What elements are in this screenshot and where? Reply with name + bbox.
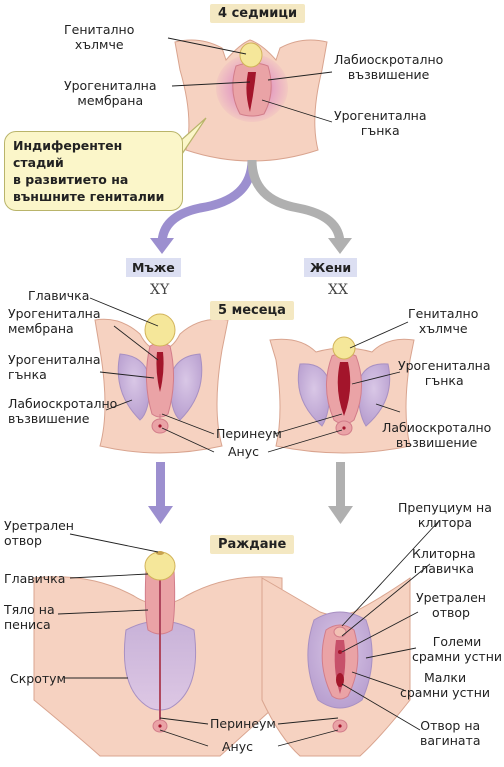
stage-5-months: 5 месеца — [210, 301, 294, 320]
label-female-birth-urethral-opening: Уретрален отвор — [416, 590, 486, 620]
male-label: Мъже — [126, 258, 181, 277]
stage-arrows — [148, 462, 353, 524]
female-5-months-illustration — [267, 321, 415, 454]
stage-4-weeks: 4 седмици — [210, 4, 306, 23]
stage-birth: Раждане — [210, 535, 295, 554]
label-5m-anus: Анус — [228, 444, 259, 459]
label-female5-labioscrotal-swelling: Лабиоскротално възвишение — [382, 420, 492, 450]
label-female-birth-prepuce: Препуциум на клитора — [398, 500, 492, 530]
label-week4-genital-tubercle: Генитално хълмче — [64, 22, 135, 52]
divergence-arrows — [150, 159, 352, 254]
label-female-birth-labia-minora: Малки срамни устни — [400, 670, 491, 700]
label-male5-urogenital-membrane: Урогенитална мембрана — [8, 306, 101, 336]
label-male-birth-shaft: Тяло на пениса — [4, 602, 55, 632]
female-label: Жени — [304, 258, 358, 277]
male-5-months-illustration — [89, 297, 229, 454]
label-week4-labioscrotal-swelling: Лабиоскротално възвишение — [334, 52, 444, 82]
female-birth-illustration — [261, 521, 439, 757]
male-birth-illustration — [33, 533, 283, 757]
callout-line-1: Индиферентен стадий — [13, 138, 123, 170]
label-male-birth-glans: Главичка — [4, 571, 66, 586]
label-male-birth-urethral-opening: Уретрален отвор — [4, 518, 74, 548]
female-chromosomes: XX — [328, 282, 348, 298]
label-female-birth-labia-majora: Големи срамни устни — [412, 634, 503, 664]
label-week4-urogenital-membrane: Урогенитална мембрана — [64, 78, 157, 108]
label-male5-labioscrotal-swelling: Лабиоскротално възвишение — [8, 396, 118, 426]
week4-illustration — [167, 37, 333, 162]
label-female5-genital-tubercle: Генитално хълмче — [408, 306, 479, 336]
label-male5-glans: Главичка — [28, 288, 90, 303]
label-female-birth-clitoral-glans: Клиторна главичка — [412, 546, 476, 576]
indifferent-stage-callout: Индиферентен стадий в развитието на външ… — [4, 131, 183, 211]
callout-line-3: външните гениталии — [13, 189, 165, 204]
label-5m-perineum: Перинеум — [216, 426, 282, 441]
male-chromosomes: XY — [150, 282, 170, 298]
label-birth-anus: Анус — [222, 739, 253, 754]
label-male5-urogenital-fold: Урогенитална гънка — [8, 352, 101, 382]
label-week4-urogenital-fold: Урогенитална гънка — [334, 108, 427, 138]
label-female5-urogenital-fold: Урогенитална гънка — [398, 358, 491, 388]
label-male-birth-scrotum: Скротум — [10, 671, 66, 686]
label-birth-perineum: Перинеум — [210, 716, 276, 731]
label-female-birth-vaginal-opening: Отвор на вагината — [420, 718, 481, 748]
callout-line-2: в развитието на — [13, 172, 129, 187]
